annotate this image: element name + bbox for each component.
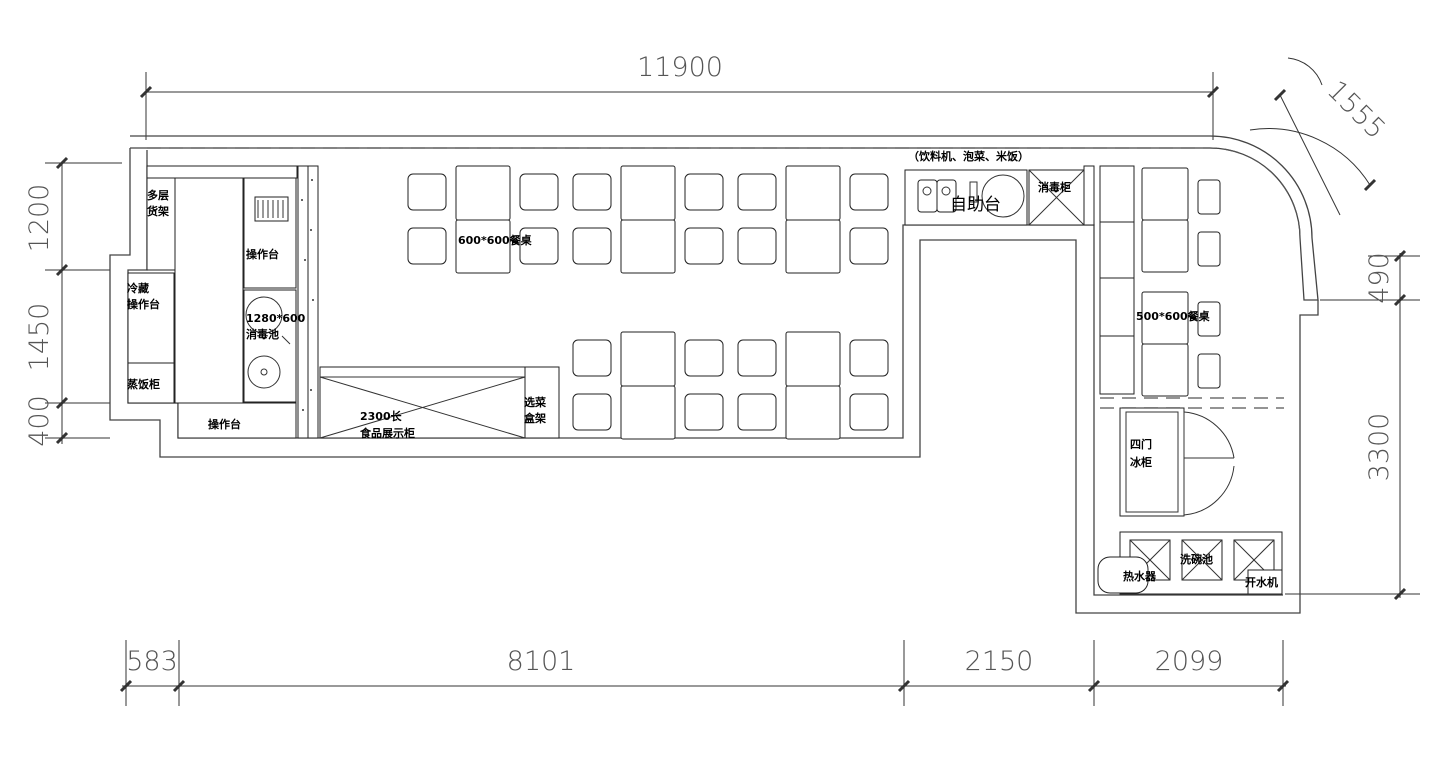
label-operation-table-top: 操作台 bbox=[246, 247, 279, 261]
dim-bottom-2: 8101 bbox=[507, 646, 576, 677]
label-water-heater: 热水器 bbox=[1123, 569, 1157, 583]
self-service-area bbox=[904, 165, 1095, 226]
label-multi-shelf-2: 货架 bbox=[146, 204, 169, 218]
label-veg-rack-1: 选菜 bbox=[524, 395, 547, 409]
label-self-service: 自助台 bbox=[950, 195, 1001, 215]
label-cold-op-2: 操作台 bbox=[127, 297, 160, 311]
label-fridge-1: 四门 bbox=[1130, 437, 1152, 451]
label-boiler: 开水机 bbox=[1245, 575, 1278, 589]
dimension-lines bbox=[45, 57, 1420, 706]
dim-left-3: 400 bbox=[24, 395, 55, 447]
dim-bottom-1: 583 bbox=[126, 646, 178, 677]
label-table-left: 600*600餐桌 bbox=[458, 233, 533, 247]
right-dining bbox=[1099, 165, 1284, 409]
dim-bottom-4: 2099 bbox=[1155, 646, 1224, 677]
label-disinfect-cabinet: 消毒柜 bbox=[1038, 180, 1071, 194]
dim-left-1: 1200 bbox=[24, 184, 55, 253]
label-operation-table-bottom: 操作台 bbox=[208, 417, 241, 431]
label-fridge-2: 冰柜 bbox=[1130, 455, 1152, 469]
label-wash-sink: 洗碗池 bbox=[1180, 552, 1213, 566]
label-veg-rack-2: 盒架 bbox=[523, 411, 546, 425]
label-self-service-note: （饮料机、泡菜、米饭） bbox=[908, 149, 1029, 163]
label-sink-1: 1280*600 bbox=[246, 312, 306, 325]
label-showcase-2: 食品展示柜 bbox=[360, 426, 415, 440]
back-kitchen bbox=[1097, 407, 1283, 595]
label-sink-2: 消毒池 bbox=[246, 327, 279, 341]
dim-top: 11900 bbox=[637, 52, 723, 83]
label-steamer: 蒸饭柜 bbox=[127, 377, 160, 391]
dim-right-2: 3300 bbox=[1364, 413, 1395, 482]
dim-arc: 1555 bbox=[1321, 75, 1392, 146]
kitchen bbox=[127, 165, 319, 439]
dining-tables bbox=[407, 165, 889, 440]
dim-left-2: 1450 bbox=[24, 303, 55, 372]
label-cold-op-1: 冷藏 bbox=[127, 281, 149, 295]
label-table-right: 500*600餐桌 bbox=[1136, 309, 1211, 323]
label-multi-shelf-1: 多层 bbox=[147, 188, 169, 202]
label-showcase-1: 2300长 bbox=[360, 409, 403, 423]
dim-bottom-3: 2150 bbox=[965, 646, 1034, 677]
showcase bbox=[319, 366, 560, 439]
dim-right-1: 490 bbox=[1364, 252, 1395, 304]
